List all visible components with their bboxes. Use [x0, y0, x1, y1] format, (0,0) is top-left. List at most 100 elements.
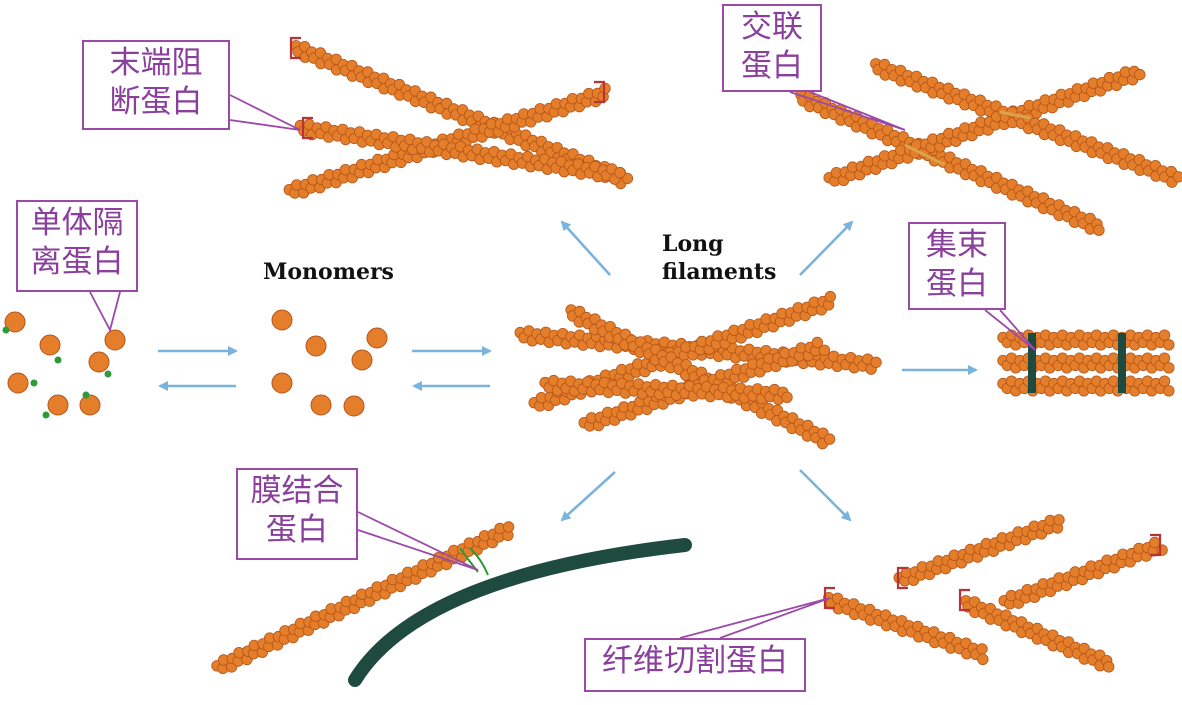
actin-bead — [502, 521, 515, 533]
actin-monomer — [271, 372, 293, 394]
sequestering-protein-dot — [30, 379, 38, 387]
actin-bead — [1158, 329, 1171, 341]
capping-protein-mark — [823, 586, 835, 610]
crosslink-protein — [999, 110, 1031, 120]
actin-filament — [997, 352, 1175, 374]
actin-filament — [539, 374, 793, 406]
sequestering-protein-callout: 单体隔 离蛋白 — [16, 200, 138, 292]
crosslinking-callout-pointer — [789, 91, 906, 131]
actin-filament — [294, 118, 626, 185]
actin-filament — [211, 521, 515, 675]
actin-monomer — [343, 395, 365, 417]
actin-filament — [795, 89, 1105, 236]
actin-bead — [976, 643, 988, 655]
capping-callout-pointer — [229, 94, 301, 131]
bundling-callout-line1: 集束 — [926, 227, 988, 263]
actin-monomer — [271, 309, 293, 331]
monomer-layer — [2, 309, 388, 419]
actin-bead — [1156, 544, 1168, 556]
arrow-to-membrane — [560, 471, 616, 522]
capping-protein-mark — [289, 36, 301, 60]
actin-filament — [997, 375, 1175, 397]
actin-monomer — [88, 351, 110, 373]
actin-bead — [1163, 362, 1175, 374]
actin-filament — [998, 536, 1168, 610]
actin-bead — [1102, 661, 1115, 673]
sequestering-protein-dot — [104, 370, 112, 378]
severing-callout-line1: 纤维切割蛋白 — [602, 643, 788, 679]
membrane-curve — [348, 538, 692, 687]
actin-bead — [1093, 224, 1105, 236]
actin-bead — [811, 336, 824, 349]
bundling-callout-line2: 蛋白 — [926, 266, 988, 302]
actin-monomer — [39, 334, 61, 356]
membrane-binding-callout-line1: 膜结合 — [250, 473, 344, 509]
actin-monomer — [310, 394, 332, 416]
membrane-binding-callout-line2: 蛋白 — [266, 512, 328, 548]
actin-monomer — [4, 311, 26, 333]
capping-callout-line1: 末端阻 — [109, 45, 203, 81]
decor-layer — [289, 36, 1162, 612]
actin-filament — [823, 592, 989, 666]
actin-monomer — [305, 335, 327, 357]
severing-protein-callout: 纤维切割蛋白 — [584, 638, 806, 692]
sequestering-protein-dot — [54, 356, 62, 364]
filament-layer — [211, 40, 1182, 675]
membrane-binding-protein-callout: 膜结合 蛋白 — [236, 468, 358, 560]
actin-monomer — [47, 394, 69, 416]
severing-callout-pointer — [679, 597, 831, 639]
sequestering-callout-line1: 单体隔 — [30, 205, 124, 241]
membrane-binding-callout-pointer — [357, 511, 479, 571]
bundling-protein-callout: 集束 蛋白 — [908, 222, 1006, 310]
sequestering-callout-pointer — [89, 291, 121, 333]
actin-bead — [1053, 514, 1065, 526]
actin-bead — [1158, 375, 1171, 387]
actin-filament — [578, 336, 831, 432]
actin-monomer — [7, 372, 29, 394]
capping-protein-mark — [594, 80, 606, 104]
monomers-label: Monomers — [263, 259, 394, 285]
capping-protein-mark — [958, 588, 970, 612]
long-filaments-label-line2: filaments — [662, 259, 777, 285]
bundling-crosslink — [1028, 333, 1036, 393]
actin-monomer — [366, 327, 388, 349]
actin-bead — [1172, 171, 1182, 183]
crosslinking-callout-line1: 交联 — [741, 9, 803, 45]
actin-bead — [824, 290, 837, 303]
sequestering-protein-dot — [42, 411, 50, 419]
actin-bead — [818, 344, 831, 357]
actin-bead — [781, 391, 793, 404]
pointer-layer — [89, 91, 1036, 639]
actin-filament — [893, 514, 1065, 587]
capping-callout-line2: 断蛋白 — [109, 84, 203, 120]
actin-bead — [870, 356, 882, 369]
actin-monomer — [351, 349, 373, 371]
sequestering-protein-dot — [82, 391, 90, 399]
arrow-layer — [158, 220, 978, 522]
actin-bead — [1163, 385, 1175, 397]
capping-protein-mark — [896, 566, 908, 590]
capping-protein-mark — [301, 116, 313, 140]
bundling-crosslink — [1118, 333, 1126, 393]
membrane-layer — [348, 538, 692, 687]
capping-protein-mark — [1150, 533, 1162, 557]
actin-bead — [1163, 339, 1175, 351]
arrow-to-capping — [560, 220, 611, 276]
crosslink-protein — [904, 143, 946, 167]
actin-bead — [621, 172, 634, 185]
capping-protein-callout: 末端阻 断蛋白 — [82, 40, 230, 130]
actin-filament — [997, 329, 1175, 351]
long-filaments-label: Long filaments — [662, 230, 776, 286]
actin-bead — [1158, 352, 1171, 364]
actin-bead — [977, 653, 989, 666]
crosslinking-protein-callout: 交联 蛋白 — [722, 4, 822, 92]
actin-bead — [614, 166, 626, 179]
bundling-callout-pointer — [984, 309, 1036, 351]
arrow-to-crosslinking — [799, 220, 854, 276]
sequestering-protein-dot — [2, 326, 10, 334]
actin-bead — [1134, 68, 1146, 81]
crosslinking-callout-line2: 蛋白 — [741, 48, 803, 84]
actin-bead — [823, 433, 836, 445]
long-filaments-label-line1: Long — [662, 231, 724, 257]
